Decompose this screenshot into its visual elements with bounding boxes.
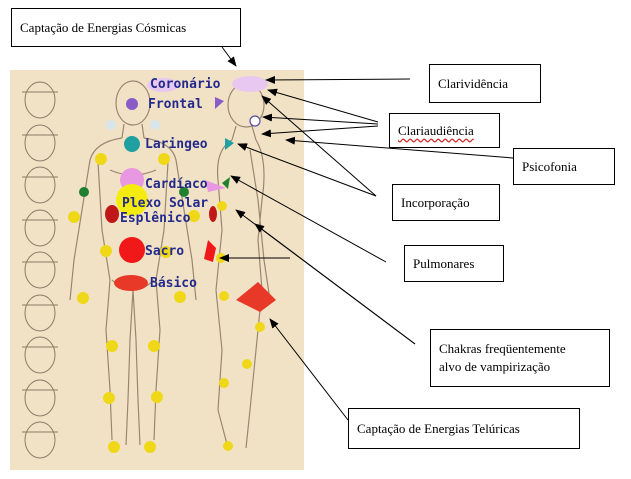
minor-chakra-shoulder-left xyxy=(106,120,116,130)
callout-lungs: Pulmonares xyxy=(404,245,504,282)
label-crown: Coronário xyxy=(150,77,221,92)
callout-clairaudience: Clariaudiência xyxy=(389,113,500,148)
solar-plexus-chakra-front xyxy=(116,184,148,216)
minor-chakra-shoulder-right xyxy=(150,120,160,130)
sketch-heads-column xyxy=(22,81,58,459)
arrow-lines xyxy=(219,46,514,421)
green-hand-chakra-left xyxy=(79,187,89,197)
green-hand-chakra-right xyxy=(179,187,189,197)
label-solar-plexus: Plexo Solar xyxy=(122,196,208,211)
splenic-chakra-side xyxy=(209,206,217,222)
label-frontal: Frontal xyxy=(148,97,203,112)
throat-chakra-front xyxy=(124,136,140,152)
green-side-chakra xyxy=(222,177,230,189)
splenic-chakra-front xyxy=(105,205,119,223)
label-heart: Cardíaco xyxy=(145,177,208,192)
frontal-chakra-side xyxy=(215,97,224,109)
callout-vampirization-line2: alvo de vampirização xyxy=(439,359,551,374)
callout-psychophony: Psicofonia xyxy=(513,148,615,185)
callout-vampirization-line1: Chakras freqüentemente xyxy=(439,341,566,356)
base-chakra-side xyxy=(236,282,276,312)
callout-vampirization: Chakras freqüentemente alvo de vampiriza… xyxy=(430,329,610,387)
crown-chakra-front xyxy=(147,78,179,92)
base-chakra-front xyxy=(114,275,148,291)
sacral-chakra-front xyxy=(119,237,145,263)
callout-cosmic-energy: Captação de Energias Cósmicas xyxy=(11,8,241,47)
crown-chakra-side xyxy=(232,76,268,92)
throat-chakra-side xyxy=(225,138,234,150)
label-throat: Laringeo xyxy=(145,137,208,152)
clairaudience-chakra-side xyxy=(249,115,261,127)
label-base: Básico xyxy=(150,276,197,291)
callout-telluric-energy: Captação de Energias Telúricas xyxy=(348,408,580,449)
heart-chakra-side xyxy=(205,180,226,192)
callout-clairvoyance: Clarividência xyxy=(429,64,541,103)
frontal-chakra-front xyxy=(126,98,138,110)
callout-incorporation: Incorporação xyxy=(392,184,500,221)
sacral-chakra-side xyxy=(204,240,216,262)
label-sacral: Sacro xyxy=(145,244,184,259)
label-splenic: Esplênico xyxy=(120,211,191,226)
